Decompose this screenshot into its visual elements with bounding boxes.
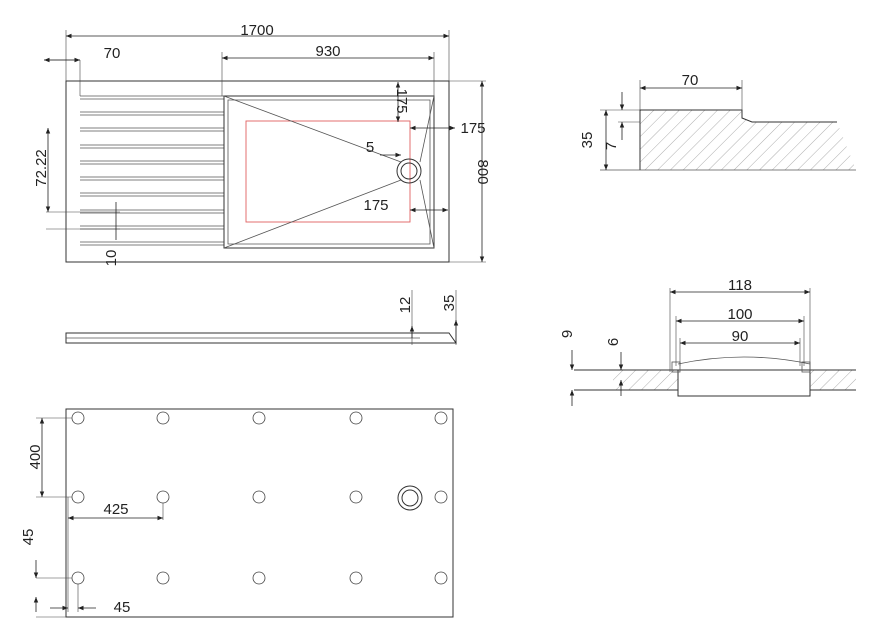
dim-step-depth-label: 7 [603, 142, 620, 150]
foot-icon [71, 571, 85, 585]
support-feet [71, 411, 448, 585]
dim-height-label: 35 [441, 295, 458, 312]
top-view: 1700 70 930 175 175 5 175 800 72.22 10 [33, 22, 491, 266]
foot-icon [252, 411, 266, 425]
foot-icon [156, 571, 170, 585]
drain-section-left-hatched [613, 370, 678, 390]
drain-icon [396, 158, 422, 184]
side-view: 12 35 [65, 290, 459, 345]
dim-thickness-label: 35 [579, 132, 596, 149]
foot-icon [349, 571, 363, 585]
bottom-view: 400 425 45 45 [20, 408, 454, 618]
dim-corner-top-label: 175 [393, 88, 410, 113]
foot-icon [349, 490, 363, 504]
edge-section: 70 35 7 [579, 72, 856, 171]
drain-section-right-hatched [810, 370, 856, 390]
drain-inner-icon [400, 162, 418, 180]
dim-outer-label: 118 [728, 277, 752, 294]
slope-lines [223, 95, 435, 249]
dim-left-offset-label: 70 [104, 45, 121, 62]
foot-icon [434, 411, 448, 425]
foot-icon [156, 411, 170, 425]
foot-icon [434, 571, 448, 585]
drain-underside-icon [397, 485, 423, 511]
dim-width-label: 800 [474, 159, 491, 184]
bottom-outline [65, 408, 454, 618]
tray-outline [65, 80, 450, 263]
dim-left-height-label: 9 [559, 330, 576, 338]
dim-lip-height-label: 6 [605, 338, 622, 346]
foot-icon [156, 490, 170, 504]
drain-underside-inner-icon [401, 489, 419, 507]
basin-inner-outline [227, 99, 431, 245]
dim-groove-pitch-label: 72.22 [33, 149, 50, 187]
dim-groove-width-label: 10 [103, 250, 120, 267]
dim-middle-label: 100 [727, 306, 752, 323]
foot-icon [71, 490, 85, 504]
foot-icon [252, 490, 266, 504]
drain-grate [677, 356, 811, 365]
foot-icon [349, 411, 363, 425]
foot-icon [434, 490, 448, 504]
dim-edge-x-label: 45 [114, 599, 131, 616]
dim-corner-bottom-label: 175 [363, 197, 388, 214]
dim-spacing-x-label: 425 [103, 501, 128, 518]
basin-outline [223, 95, 435, 249]
dim-depth-small-label: 12 [397, 297, 414, 314]
dim-inner-label: 90 [732, 328, 749, 345]
drainage-grooves [80, 95, 224, 246]
dim-overall-length-label: 1700 [240, 22, 273, 39]
dim-drain-offset-label: 5 [366, 139, 374, 156]
dim-step-width-label: 70 [682, 72, 699, 89]
dim-corner-right-label: 175 [460, 120, 485, 137]
drain-section: 118 100 90 9 6 [559, 277, 856, 406]
foot-icon [252, 571, 266, 585]
dim-spacing-y-label: 400 [27, 444, 44, 469]
edge-section-hatched [640, 110, 856, 170]
dim-basin-length-label: 930 [315, 43, 340, 60]
dim-edge-y-label: 45 [20, 529, 37, 546]
foot-icon [71, 411, 85, 425]
basin-red-outline [245, 120, 411, 223]
